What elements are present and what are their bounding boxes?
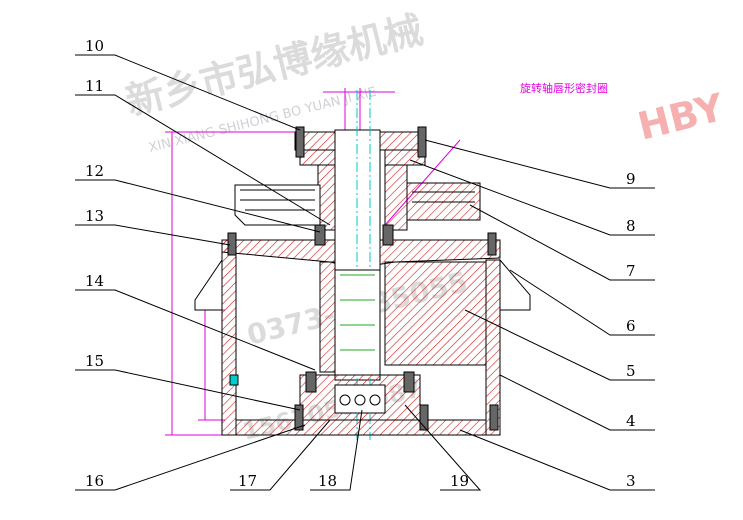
- part-label-4: 4: [626, 412, 636, 430]
- part-label-16: 16: [85, 472, 104, 490]
- part-label-19: 19: [450, 472, 469, 490]
- part-label-12: 12: [85, 162, 104, 180]
- part-label-8: 8: [626, 217, 636, 235]
- seal-annotation: 旋转轴唇形密封圈: [520, 81, 608, 95]
- part-label-3: 3: [626, 472, 636, 490]
- part-label-10: 10: [85, 37, 104, 55]
- watermark-company: 新乡市弘博缘机械: [122, 7, 428, 123]
- watermark-logo: HBY: [634, 85, 729, 149]
- part-labels: 10 11 12 13 14 15 16 17 18 19 9 8 7 6 5 …: [85, 37, 636, 490]
- part-label-17: 17: [238, 472, 257, 490]
- part-label-13: 13: [85, 207, 104, 225]
- part-label-11: 11: [85, 77, 104, 95]
- part-label-6: 6: [626, 317, 636, 335]
- part-label-7: 7: [626, 262, 636, 280]
- part-label-14: 14: [85, 272, 104, 290]
- machine-body: [194, 90, 531, 440]
- part-label-5: 5: [626, 362, 636, 380]
- part-label-18: 18: [318, 472, 337, 490]
- part-label-9: 9: [626, 170, 636, 188]
- part-label-15: 15: [85, 352, 104, 370]
- leader-lines: [75, 54, 655, 491]
